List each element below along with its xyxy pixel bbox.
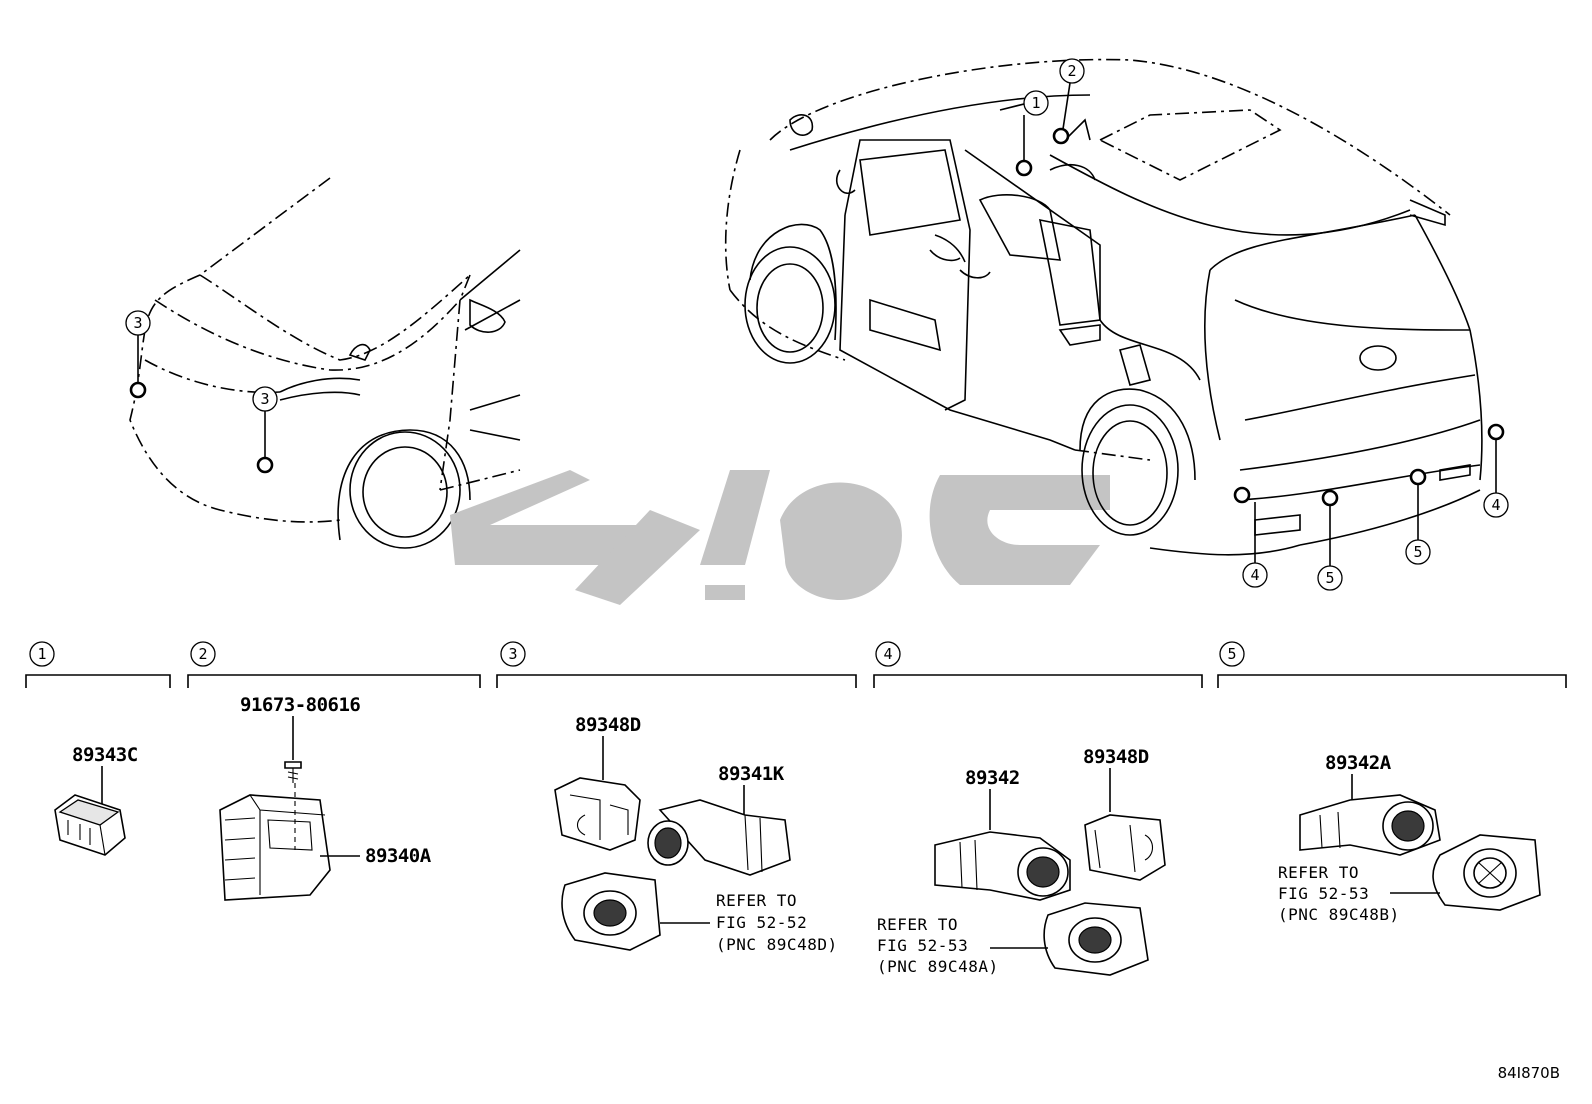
svg-text:5: 5	[1227, 645, 1236, 663]
part-89342A-sensor: 89342A	[1299, 752, 1441, 856]
svg-text:89340A: 89340A	[365, 845, 432, 867]
callout-1-vehicle: 1	[1023, 90, 1049, 116]
sensor-point-icon	[1321, 489, 1339, 507]
group-2-header: 2	[187, 641, 481, 688]
svg-text:(PNC 89C48B): (PNC 89C48B)	[1278, 905, 1400, 924]
sensor-point-icon	[1409, 468, 1427, 486]
sensor-point-icon	[1052, 127, 1070, 145]
svg-text:2: 2	[1067, 62, 1076, 80]
svg-text:4: 4	[1250, 566, 1259, 584]
part-89348D-bracket-group4: 89348D	[1083, 746, 1166, 881]
callout-4-rear-right: 4	[1483, 492, 1509, 518]
svg-text:91673-80616: 91673-80616	[240, 694, 360, 716]
callout-5-rear-right: 5	[1405, 539, 1431, 565]
svg-text:(PNC 89C48D): (PNC 89C48D)	[716, 935, 838, 954]
svg-text:89341K: 89341K	[718, 763, 785, 785]
svg-text:5: 5	[1413, 543, 1422, 561]
svg-text:89342A: 89342A	[1325, 752, 1392, 774]
watermark-logo	[450, 470, 1110, 605]
svg-text:4: 4	[1491, 496, 1500, 514]
svg-text:FIG 52-53: FIG 52-53	[877, 936, 968, 955]
callout-2-vehicle: 2	[1059, 58, 1085, 84]
part-89343C: 89343C	[54, 744, 138, 856]
svg-text:REFER TO: REFER TO	[877, 915, 958, 934]
front-vehicle-illustration	[129, 177, 521, 549]
svg-text:FIG 52-53: FIG 52-53	[1278, 884, 1369, 903]
callout-3-front-left: 3	[125, 310, 151, 336]
reference-group4: REFER TO FIG 52-53 (PNC 89C48A)	[877, 915, 999, 976]
rear-vehicle-illustration	[724, 58, 1483, 556]
sensor-point-icon	[1233, 486, 1251, 504]
group-1-header: 1	[25, 641, 171, 688]
svg-text:5: 5	[1325, 569, 1334, 587]
part-89340A-ecu: 89340A	[219, 783, 432, 901]
reference-group5: REFER TO FIG 52-53 (PNC 89C48B)	[1278, 863, 1400, 924]
part-pnc-89C48B-cover	[1390, 834, 1541, 911]
callout-4-rear-left: 4	[1242, 562, 1268, 588]
part-89341K-sensor: 89341K	[647, 763, 791, 876]
sensor-point-icon	[1487, 423, 1505, 441]
part-89342-sensor: 89342	[934, 767, 1071, 901]
sensor-point-icon	[1015, 159, 1033, 177]
group-3-header: 3	[496, 641, 857, 688]
svg-text:4: 4	[883, 645, 892, 663]
sensor-point-icon	[129, 381, 147, 399]
group-4-header: 4	[873, 641, 1203, 688]
part-pnc-89C48D-cover	[561, 872, 710, 951]
svg-text:FIG 52-52: FIG 52-52	[716, 913, 807, 932]
svg-text:1: 1	[1031, 94, 1040, 112]
svg-text:3: 3	[133, 314, 142, 332]
part-91673-80616-bolt: 91673-80616	[240, 694, 361, 783]
part-89348D-bracket-group3: 89348D	[554, 714, 641, 851]
svg-text:89342: 89342	[965, 767, 1020, 789]
svg-text:2: 2	[198, 645, 207, 663]
svg-text:1: 1	[37, 645, 46, 663]
part-pnc-89C48A-cover	[990, 902, 1149, 976]
group-5-header: 5	[1217, 641, 1567, 688]
svg-text:89348D: 89348D	[1083, 746, 1149, 768]
svg-text:89348D: 89348D	[575, 714, 641, 736]
callout-3-front-right: 3	[252, 386, 278, 412]
svg-text:REFER TO: REFER TO	[1278, 863, 1359, 882]
svg-text:89343C: 89343C	[72, 744, 138, 766]
svg-text:3: 3	[508, 645, 517, 663]
svg-text:3: 3	[260, 390, 269, 408]
figure-code: 84I870B	[1498, 1064, 1560, 1082]
svg-text:(PNC 89C48A): (PNC 89C48A)	[877, 957, 999, 976]
sensor-point-icon	[256, 456, 274, 474]
callout-5-rear-left: 5	[1317, 565, 1343, 591]
svg-text:REFER TO: REFER TO	[716, 891, 797, 910]
reference-group3: REFER TO FIG 52-52 (PNC 89C48D)	[716, 891, 838, 954]
